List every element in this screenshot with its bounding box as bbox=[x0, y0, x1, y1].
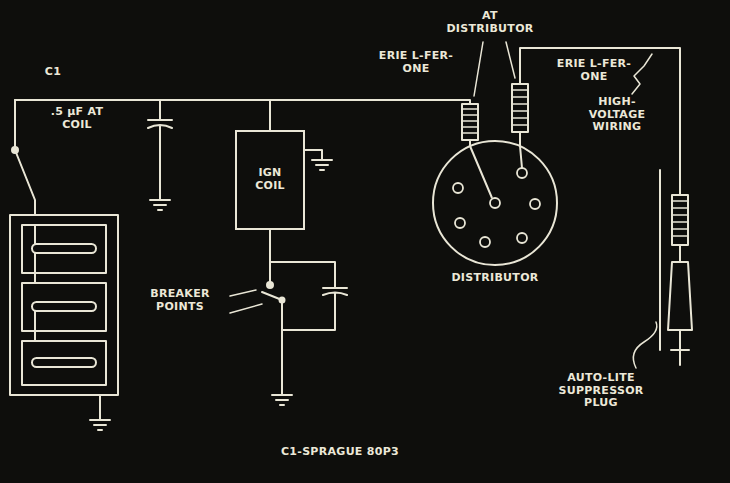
switch-pivot bbox=[12, 147, 18, 153]
part-label: AT DISTRIBUTOR bbox=[440, 10, 540, 35]
contact-point bbox=[267, 282, 273, 288]
breaker-arm bbox=[262, 292, 282, 395]
label-slot: AT DISTRIBUTOR bbox=[440, 10, 540, 35]
label-slot: ERIE L-FER-ONE bbox=[378, 50, 454, 75]
part-label: ERIE L-FER-ONE bbox=[556, 58, 632, 83]
contact-bar bbox=[32, 302, 96, 311]
ignition-coil-box: IGN COIL bbox=[235, 130, 305, 230]
choke-coil bbox=[462, 104, 478, 140]
label-slot: ERIE L-FER-ONE bbox=[556, 58, 632, 83]
label-slot: BREAKER POINTS bbox=[135, 288, 225, 313]
node-text: IGN COIL bbox=[248, 167, 292, 192]
terminal bbox=[455, 218, 465, 228]
terminal bbox=[530, 199, 540, 209]
ground-symbol bbox=[90, 395, 110, 430]
capacitor-symbol bbox=[148, 100, 172, 200]
distributor-cap bbox=[430, 138, 560, 268]
high-voltage-wire bbox=[520, 48, 680, 195]
part-label: BREAKER POINTS bbox=[135, 288, 225, 313]
switch-panel bbox=[10, 215, 118, 395]
note-label: C1-SPRAGUE 80P3 bbox=[250, 446, 430, 459]
choke-coil bbox=[672, 195, 688, 245]
choke-coil bbox=[512, 84, 528, 132]
choke-winding bbox=[463, 109, 477, 133]
panel-wire bbox=[34, 225, 36, 341]
node-text: DISTRIBUTOR bbox=[430, 272, 560, 285]
breaker-wire bbox=[269, 262, 271, 282]
terminal bbox=[480, 237, 490, 247]
contact-bar bbox=[32, 358, 96, 367]
part-label: ERIE L-FER-ONE bbox=[378, 50, 454, 75]
terminal bbox=[453, 183, 463, 193]
label-slot: .5 µF AT COIL bbox=[48, 106, 106, 131]
leader-line bbox=[632, 54, 652, 94]
terminal bbox=[517, 168, 527, 178]
label-slot: HIGH-VOLTAGE WIRING bbox=[580, 96, 654, 134]
choke-winding bbox=[673, 201, 687, 236]
plug-electrode bbox=[671, 330, 689, 365]
terminal bbox=[490, 198, 500, 208]
plug-wire bbox=[679, 245, 681, 262]
switch-wire bbox=[15, 100, 35, 215]
value-label: .5 µF AT COIL bbox=[48, 106, 106, 131]
choke-winding bbox=[513, 90, 527, 125]
suppressor-element bbox=[659, 170, 661, 350]
distributor-node: DISTRIBUTOR bbox=[430, 138, 560, 290]
plug-insulator bbox=[668, 262, 692, 330]
part-label: HIGH-VOLTAGE WIRING bbox=[580, 96, 654, 134]
panel-cell bbox=[22, 341, 106, 385]
arm-pivot bbox=[280, 298, 285, 303]
ground-symbol bbox=[305, 150, 332, 170]
label-slot: C1 bbox=[36, 66, 70, 79]
part-label: AUTO-LITE SUPPRESSOR PLUG bbox=[556, 372, 646, 410]
leader-line bbox=[230, 290, 262, 313]
component-label: C1 bbox=[36, 66, 70, 79]
label-slot: C1-SPRAGUE 80P3 bbox=[250, 446, 430, 459]
distributor-circle bbox=[433, 141, 557, 265]
terminal bbox=[517, 233, 527, 243]
label-slot: AUTO-LITE SUPPRESSOR PLUG bbox=[556, 372, 646, 410]
ground-symbol bbox=[272, 395, 292, 405]
leader-line bbox=[633, 322, 656, 368]
rotor-wire bbox=[470, 146, 522, 198]
ground-symbol bbox=[150, 200, 170, 210]
supply-wire bbox=[15, 99, 270, 101]
leader-line bbox=[474, 42, 515, 96]
contact-bar bbox=[32, 244, 96, 253]
